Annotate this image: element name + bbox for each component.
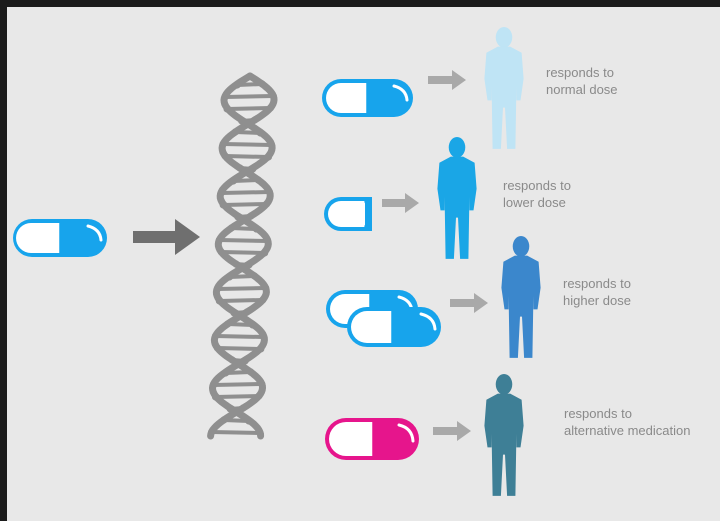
- dna-rung: [223, 94, 276, 99]
- outcome-label-higher: responds to higher dose: [563, 276, 631, 308]
- person-body: [484, 46, 524, 149]
- capsule-icon: [324, 197, 372, 231]
- capsule-icon: [347, 307, 441, 347]
- main-arrow-icon: [133, 219, 200, 255]
- dna-rung: [213, 394, 261, 399]
- dna-strand: [207, 72, 278, 440]
- dna-rung: [219, 190, 272, 195]
- dna-rung: [215, 286, 268, 291]
- dna-rung: [217, 298, 265, 303]
- arrow-icon: [433, 421, 471, 441]
- person-icon: [501, 235, 541, 358]
- person-body: [437, 156, 477, 259]
- person-body: [484, 393, 524, 496]
- dna-rung: [223, 154, 271, 159]
- person-head: [448, 136, 466, 158]
- dna-strand: [208, 72, 276, 440]
- outcome-label-lower: responds to lower dose: [503, 178, 571, 210]
- person-body: [501, 255, 541, 358]
- dna-rung: [221, 142, 274, 147]
- dna-rung: [215, 346, 263, 351]
- arrow-icon: [450, 293, 488, 313]
- capsule-icon: [322, 79, 413, 117]
- person-head: [495, 373, 513, 395]
- dna-rung: [219, 250, 267, 255]
- input-capsule-icon: [13, 219, 107, 257]
- outcome-label-alternative: responds to alternative medication: [564, 406, 691, 438]
- dna-rung: [221, 202, 269, 207]
- capsule-icon: [325, 418, 419, 460]
- dna-rung: [209, 430, 262, 435]
- dna-helix-icon: [207, 72, 278, 440]
- dna-rung: [213, 334, 266, 339]
- dna-rung: [217, 238, 270, 243]
- person-icon: [484, 373, 524, 496]
- person-head: [495, 26, 513, 48]
- arrow-icon: [428, 70, 466, 90]
- arrow-icon: [382, 193, 419, 213]
- outcome-label-normal: responds to normal dose: [546, 65, 618, 97]
- person-head: [512, 235, 530, 257]
- dna-rung: [225, 106, 273, 111]
- dna-rung: [211, 382, 264, 387]
- person-icon: [484, 26, 524, 149]
- person-icon: [437, 136, 477, 259]
